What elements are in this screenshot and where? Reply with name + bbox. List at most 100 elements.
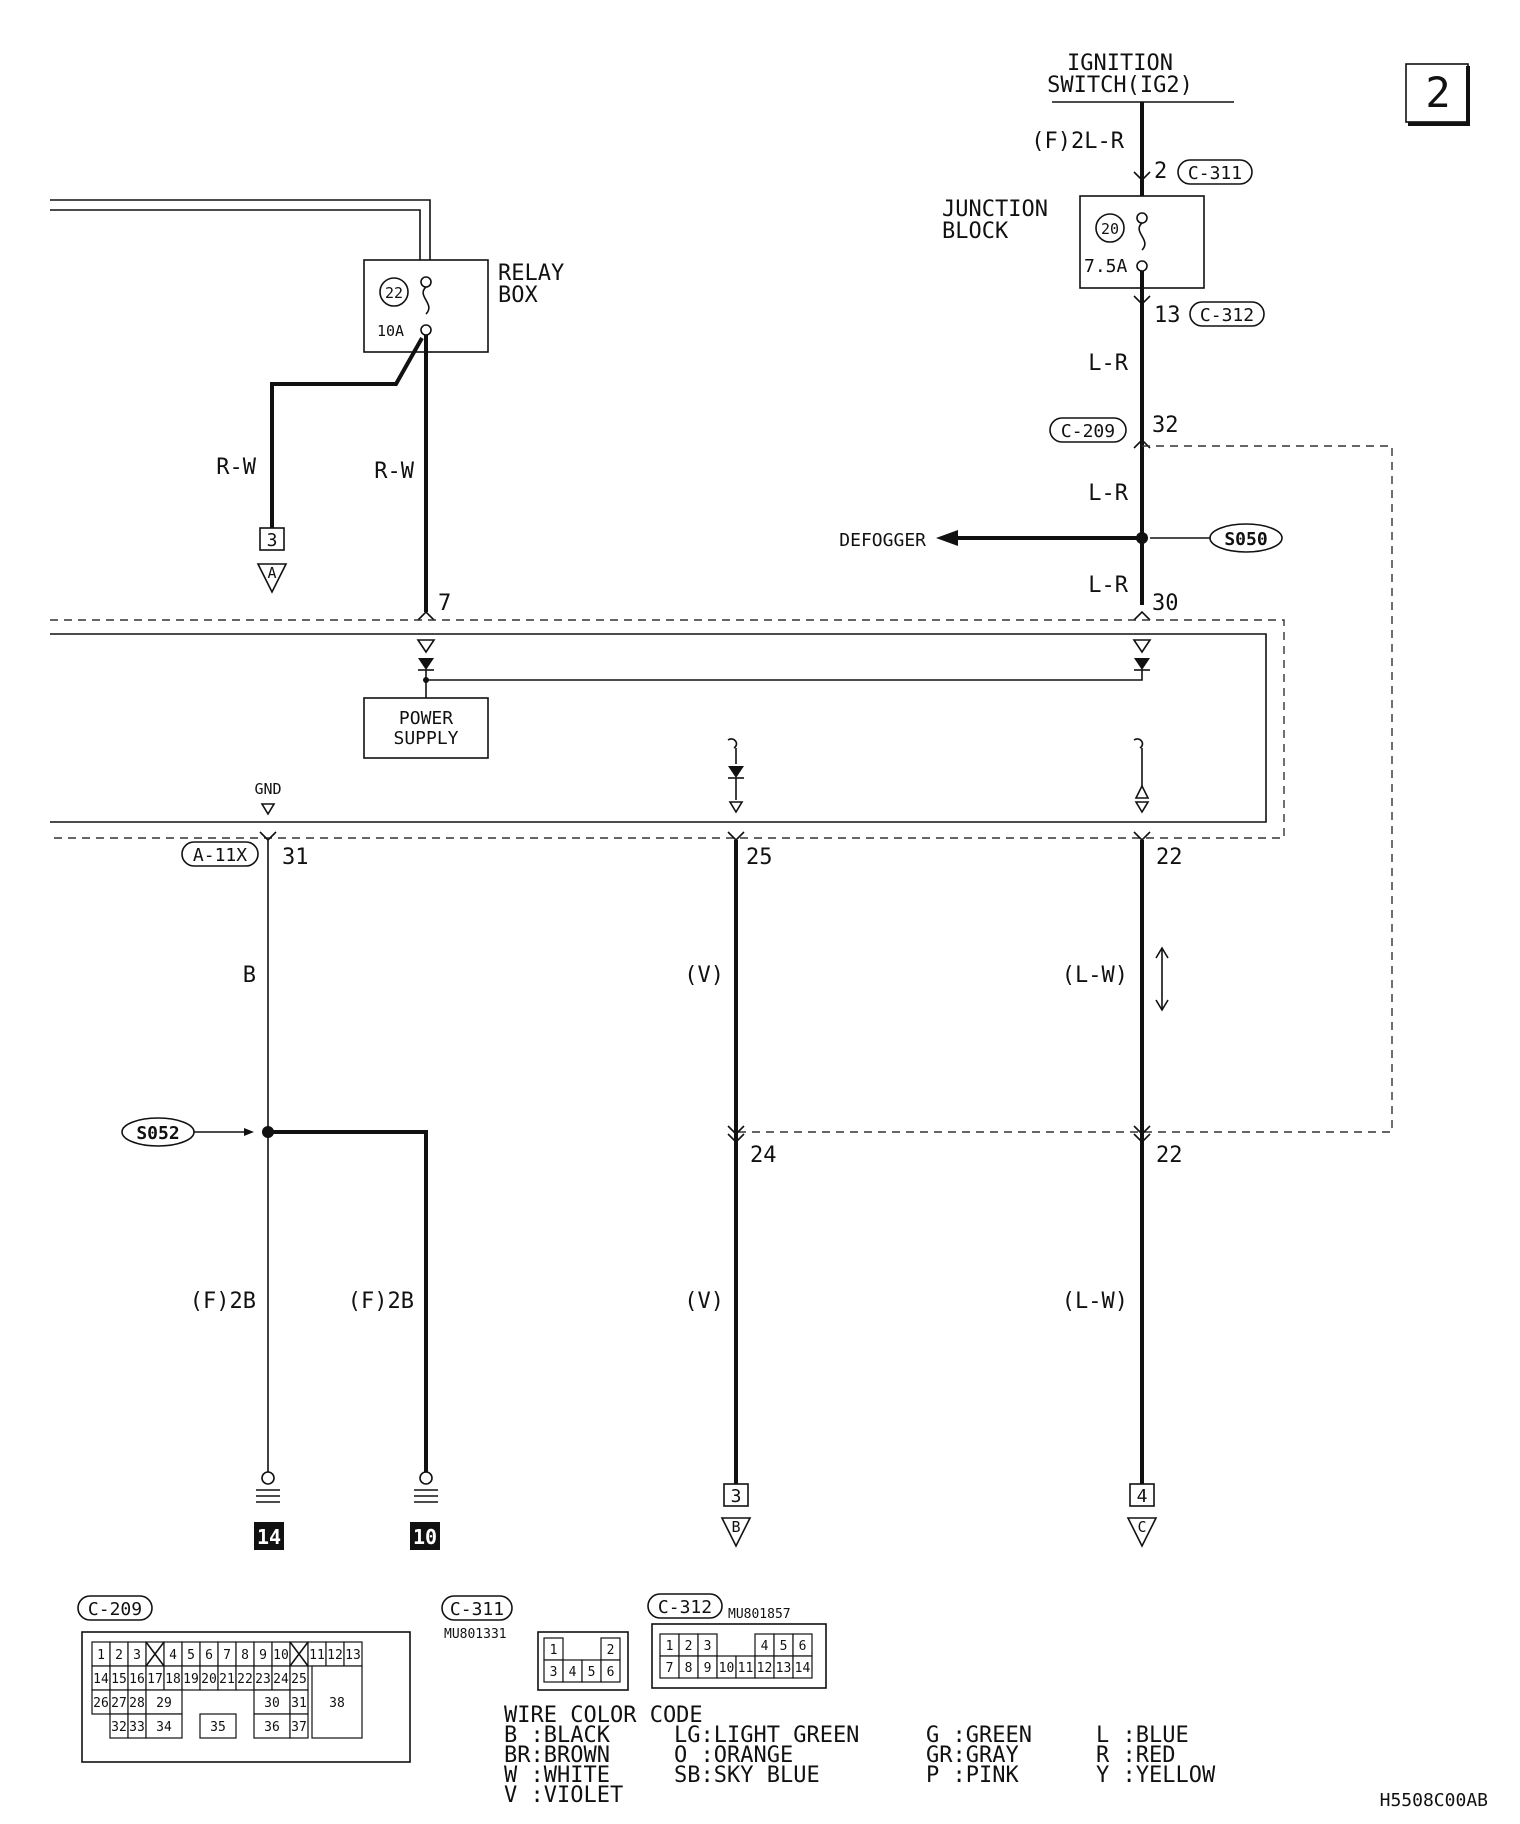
c312-cavity: 8 — [678, 1655, 699, 1679]
c312-cavity: 3 — [697, 1633, 718, 1657]
pin-22-upper: 22 — [1156, 845, 1183, 870]
svg-text:2: 2 — [607, 1643, 615, 1658]
c209-cavity: 9 — [253, 1641, 273, 1667]
pin-30: 30 — [1152, 591, 1179, 616]
rw-wires: R-W R-W 7 — [216, 335, 451, 621]
c209-cavity: 24 — [271, 1665, 291, 1691]
wire-label-lw-upper: (L-W) — [1062, 963, 1128, 988]
ground-14-number: 14 — [257, 1525, 281, 1549]
svg-text:21: 21 — [219, 1672, 235, 1687]
junction-label-2: BLOCK — [942, 219, 1009, 244]
svg-text:5: 5 — [187, 1648, 195, 1663]
svg-text:33: 33 — [129, 1720, 145, 1735]
wire-label-v-lower: (V) — [684, 1289, 724, 1314]
connection-c-letter: C — [1137, 1518, 1146, 1536]
c311-cavity: 5 — [581, 1659, 602, 1683]
svg-text:12: 12 — [757, 1661, 773, 1676]
svg-text:24: 24 — [273, 1672, 289, 1687]
fuse-22-rating: 10A — [377, 322, 404, 340]
svg-text:28: 28 — [129, 1696, 145, 1711]
svg-text:19: 19 — [183, 1672, 199, 1687]
legend-entry: P :PINK — [926, 1763, 1019, 1788]
ground-14: 14 — [254, 1471, 284, 1550]
svg-text:2: 2 — [115, 1648, 123, 1663]
legend-entry: Y :YELLOW — [1096, 1763, 1216, 1788]
ground-10-number: 10 — [413, 1525, 437, 1549]
ignition-feed-wire: (F)2L-R 2 C-311 — [1031, 102, 1253, 200]
connection-a-letter: A — [267, 564, 276, 582]
drawing-code: H5508C00AB — [1380, 1790, 1488, 1811]
c209-cavity: 18 — [163, 1665, 183, 1691]
svg-text:38: 38 — [329, 1696, 345, 1711]
c209-cavity: 6 — [199, 1641, 219, 1667]
svg-text:11: 11 — [309, 1648, 325, 1663]
c209-cavity: 32 — [109, 1713, 129, 1739]
c209-cavity: 26 — [91, 1689, 111, 1715]
c311-view-label: C-311 — [450, 1599, 504, 1620]
c312-cavity: 1 — [659, 1633, 680, 1657]
wire-label-lr-2: L-R — [1088, 481, 1128, 506]
c209-dashed-boundary — [736, 445, 1393, 1133]
svg-text:10: 10 — [719, 1661, 735, 1676]
svg-text:5: 5 — [588, 1665, 596, 1680]
svg-text:6: 6 — [607, 1665, 615, 1680]
c209-cavity: 1 — [91, 1641, 111, 1667]
c209-cavity: 21 — [217, 1665, 237, 1691]
junction-label-1: JUNCTION — [942, 197, 1048, 222]
c312-cavity: 6 — [792, 1633, 813, 1657]
c311-cavity: 1 — [543, 1637, 564, 1661]
svg-text:15: 15 — [111, 1672, 127, 1687]
c312-cavity: 2 — [678, 1633, 699, 1657]
c209-cavity: 29 — [145, 1689, 183, 1715]
c312-view-label: C-312 — [658, 1597, 712, 1618]
splice-s050: S050 — [1224, 529, 1267, 550]
svg-text:13: 13 — [776, 1661, 792, 1676]
c209-cavity: 5 — [181, 1641, 201, 1667]
fuse-20-number: 20 — [1101, 220, 1119, 238]
c209-cavity: 10 — [271, 1641, 291, 1667]
connector-c311: C-311 — [1188, 163, 1242, 184]
c209-cavity: 4 — [163, 1641, 183, 1667]
c209-cavity: 30 — [253, 1689, 291, 1715]
wire-label-rw-right: R-W — [374, 459, 414, 484]
c209-cavity: 16 — [127, 1665, 147, 1691]
svg-text:30: 30 — [264, 1696, 280, 1711]
svg-text:20: 20 — [201, 1672, 217, 1687]
svg-text:3: 3 — [133, 1648, 141, 1663]
svg-text:14: 14 — [93, 1672, 109, 1687]
pin-22-lower: 22 — [1156, 1143, 1183, 1168]
c209-cavity: 37 — [289, 1713, 309, 1739]
legend-entry: B :BLACK — [504, 1723, 611, 1748]
relay-label-2: BOX — [498, 283, 538, 308]
pin-31: 31 — [282, 845, 309, 870]
c209-cavity: 3 — [127, 1641, 147, 1667]
c209-cavity: 14 — [91, 1665, 111, 1691]
c311-cavity: 2 — [600, 1637, 621, 1661]
gnd-label: GND — [254, 780, 281, 798]
svg-text:9: 9 — [704, 1661, 712, 1676]
fuse-22-number: 22 — [385, 284, 403, 302]
c312-cavity: 14 — [792, 1655, 813, 1679]
c311-cavity: 3 — [543, 1659, 564, 1683]
svg-text:8: 8 — [241, 1648, 249, 1663]
relay-box: RELAY BOX 22 10A — [363, 259, 564, 353]
c209-cavity: 11 — [307, 1641, 327, 1667]
svg-text:6: 6 — [205, 1648, 213, 1663]
c209-cavity: 34 — [145, 1713, 183, 1739]
c209-view-label: C-209 — [88, 1599, 142, 1620]
connector-c209: C-209 — [1061, 421, 1115, 442]
svg-text:7: 7 — [223, 1648, 231, 1663]
control-unit: POWER SUPPLY GND — [50, 619, 1285, 839]
pin-2: 2 — [1154, 159, 1167, 184]
top-left-harness — [50, 199, 431, 276]
c312-cavity: 5 — [773, 1633, 794, 1657]
c209-cavity: 15 — [109, 1665, 129, 1691]
c209-cavity: 25 — [289, 1665, 309, 1691]
legend-entry: O :ORANGE — [674, 1743, 793, 1768]
connection-c-pin: 4 — [1137, 1486, 1148, 1507]
c312-part-number: MU801857 — [728, 1607, 791, 1622]
svg-text:12: 12 — [327, 1648, 343, 1663]
wire-label-lw-lower: (L-W) — [1062, 1289, 1128, 1314]
